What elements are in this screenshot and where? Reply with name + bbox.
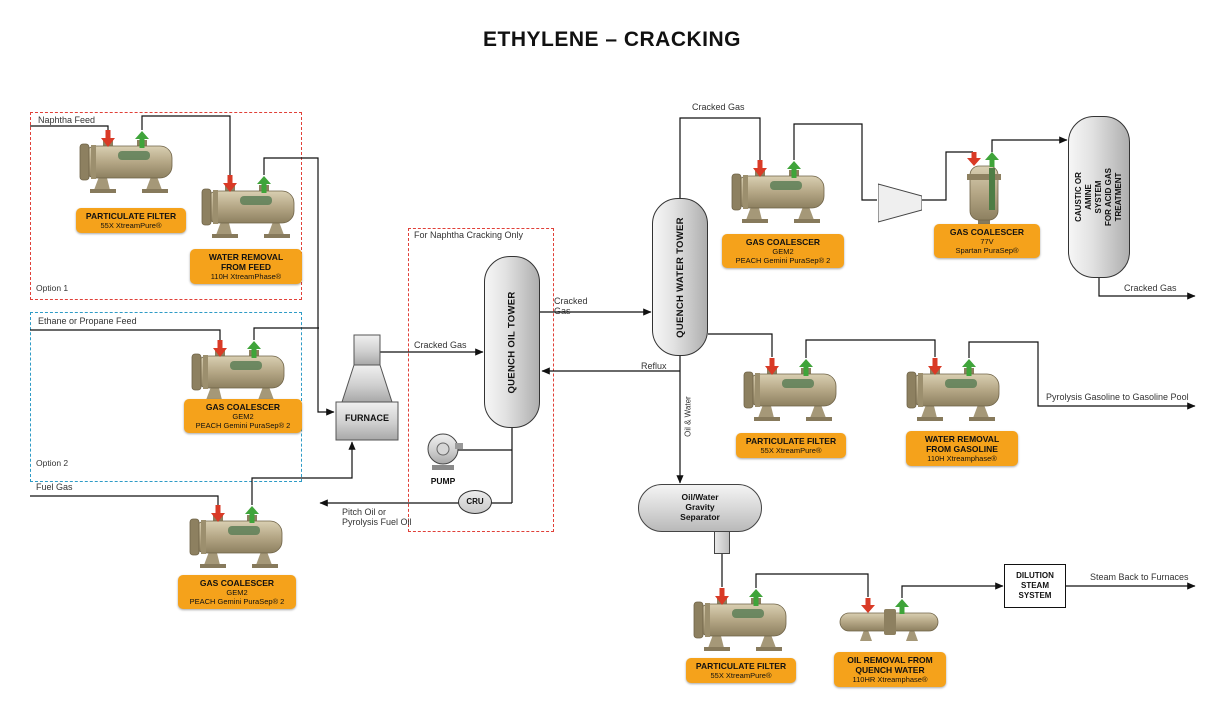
compressor: [878, 183, 922, 223]
tag-title: OIL REMOVAL FROM: [847, 655, 933, 665]
caustic-amine-tower: CAUSTIC OR AMINE SYSTEM FOR ACID GAS TRE…: [1068, 116, 1130, 278]
tag-title: PARTICULATE FILTER: [85, 211, 177, 221]
tag-model: 110HR Xtreamphase®: [852, 675, 928, 685]
tag-model: 77V: [980, 237, 994, 247]
steam-back-label: Steam Back to Furnaces: [1090, 572, 1189, 582]
reflux-label: Reflux: [641, 361, 667, 371]
caustic-line3: FOR ACID GAS: [1104, 168, 1113, 226]
particulate-filter-gasoline-vessel: [742, 358, 842, 426]
dilution-line3: SYSTEM: [1018, 591, 1052, 600]
gas-coalescer-77v-vessel: [962, 152, 1006, 230]
oil-removal-quench-tag: OIL REMOVAL FROM QUENCH WATER 110HR Xtre…: [834, 652, 946, 688]
water-removal-feed-vessel: [200, 175, 300, 243]
cracked-gas-top-label: Cracked Gas: [692, 102, 745, 112]
naphtha-cracking-only-boundary: [408, 228, 554, 532]
furnace-label: FURNACE: [345, 413, 389, 423]
naphtha-feed-label: Naphtha Feed: [38, 115, 96, 125]
particulate-filter-feed-vessel: [78, 130, 178, 198]
caustic-line4: TREATMENT: [1114, 172, 1123, 222]
tag-model: GEM2: [226, 588, 248, 598]
pitch-oil-line2: Pyrolysis Fuel Oil: [342, 517, 412, 528]
tag-title: GAS COALESCER: [949, 227, 1025, 237]
pump: [427, 433, 463, 470]
dilution-steam-system-box: DILUTION STEAM SYSTEM: [1004, 564, 1066, 608]
cracked-gas-out-label: Cracked Gas: [1124, 283, 1177, 293]
dilution-line2: STEAM: [1021, 581, 1049, 590]
tag-model2: PEACH Gemini PuraSep® 2: [735, 256, 831, 266]
quench-oil-tower: QUENCH OIL TOWER: [484, 256, 540, 428]
quench-water-tower-label: QUENCH WATER TOWER: [674, 216, 686, 338]
option2-boundary: [30, 312, 302, 482]
naphtha-cracking-only-label: For Naphtha Cracking Only: [414, 230, 524, 240]
option1-boundary: [30, 112, 302, 300]
particulate-filter-gasoline-tag: PARTICULATE FILTER 55X XtreamPure®: [736, 433, 846, 459]
tag-title2: FROM GASOLINE: [926, 444, 998, 455]
tag-title2: QUENCH WATER: [855, 665, 925, 676]
gas-coalescer-fuelgas-vessel: [188, 505, 288, 573]
separator-line1: Oil/Water: [681, 492, 719, 503]
particulate-filter-quench-tag: PARTICULATE FILTER 55X XtreamPure®: [686, 658, 796, 684]
caustic-amine-tower-label: CAUSTIC OR AMINE SYSTEM FOR ACID GAS TRE…: [1074, 167, 1124, 227]
diagram-title: ETHYLENE – CRACKING: [482, 28, 742, 51]
gas-coalescer-77v-tag: GAS COALESCER 77V Spartan PuraSep®: [934, 224, 1040, 259]
gas-coalescer-crackedgas-vessel: [730, 160, 830, 228]
water-removal-gasoline-tag: WATER REMOVAL FROM GASOLINE 110H Xtreamp…: [906, 431, 1018, 467]
gas-coalescer-option2-tag: GAS COALESCER GEM2 PEACH Gemini PuraSep®…: [184, 399, 302, 434]
particulate-filter-quench-vessel: [692, 588, 792, 656]
tag-title: WATER REMOVAL: [924, 434, 1000, 444]
gas-coalescer-fuelgas-tag: GAS COALESCER GEM2 PEACH Gemini PuraSep®…: [178, 575, 296, 610]
tag-title: GAS COALESCER: [745, 237, 821, 247]
tag-model2: PEACH Gemini PuraSep® 2: [195, 421, 291, 431]
tag-title2: FROM FEED: [220, 262, 272, 273]
dilution-line1: DILUTION: [1016, 571, 1054, 580]
pump-label: PUMP: [430, 476, 456, 486]
oil-and-water-label: Oil & Water: [683, 396, 693, 437]
cru-unit: CRU: [458, 490, 492, 514]
cracked-gas-qot-line2: Gas: [554, 306, 571, 317]
water-removal-gasoline-vessel: [905, 358, 1005, 426]
oil-removal-quench-vessel: [838, 598, 942, 644]
caustic-line1: CAUSTIC OR: [1074, 172, 1083, 222]
caustic-line2: AMINE SYSTEM: [1084, 180, 1103, 214]
furnace: [335, 334, 399, 441]
tag-model: 110H Xtreamphase®: [927, 454, 997, 464]
tag-model: 55X XtreamPure®: [710, 671, 772, 681]
separator-nozzle: [714, 530, 730, 554]
water-removal-feed-tag: WATER REMOVAL FROM FEED 110H XtreamPhase…: [190, 249, 302, 285]
option2-label: Option 2: [36, 458, 69, 468]
tag-model: 55X XtreamPure®: [100, 221, 162, 231]
tag-title: PARTICULATE FILTER: [745, 436, 837, 446]
fuel-gas-label: Fuel Gas: [36, 482, 73, 492]
particulate-filter-feed-tag: PARTICULATE FILTER 55X XtreamPure®: [76, 208, 186, 234]
pyrolysis-gasoline-label: Pyrolysis Gasoline to Gasoline Pool: [1046, 392, 1189, 402]
tag-model2: PEACH Gemini PuraSep® 2: [189, 597, 285, 607]
tag-model: 55X XtreamPure®: [760, 446, 822, 456]
cracked-gas-qot-label: Cracked Gas: [554, 296, 588, 317]
tag-model: 110H XtreamPhase®: [210, 272, 282, 282]
tag-title: PARTICULATE FILTER: [695, 661, 787, 671]
tag-title: WATER REMOVAL: [208, 252, 284, 262]
separator-line2: Gravity: [685, 502, 715, 513]
ethane-propane-feed-label: Ethane or Propane Feed: [38, 316, 137, 326]
tag-title: GAS COALESCER: [199, 578, 275, 588]
tag-model2: Spartan PuraSep®: [955, 246, 1019, 256]
tag-title: GAS COALESCER: [205, 402, 281, 412]
pitch-oil-label: Pitch Oil or Pyrolysis Fuel Oil: [342, 507, 412, 528]
cracked-gas-furnace-label: Cracked Gas: [414, 340, 467, 350]
gas-coalescer-option2-vessel: [190, 340, 290, 408]
tag-model: GEM2: [772, 247, 794, 257]
tag-model: GEM2: [232, 412, 254, 422]
cracked-gas-qot-line1: Cracked: [554, 296, 588, 306]
oil-water-separator: Oil/Water Gravity Separator: [638, 484, 762, 532]
quench-oil-tower-label: QUENCH OIL TOWER: [506, 290, 518, 394]
gas-coalescer-crackedgas-tag: GAS COALESCER GEM2 PEACH Gemini PuraSep®…: [722, 234, 844, 269]
separator-line3: Separator: [680, 511, 720, 522]
quench-water-tower: QUENCH WATER TOWER: [652, 198, 708, 356]
option1-label: Option 1: [36, 283, 69, 293]
pitch-oil-line1: Pitch Oil or: [342, 507, 387, 517]
